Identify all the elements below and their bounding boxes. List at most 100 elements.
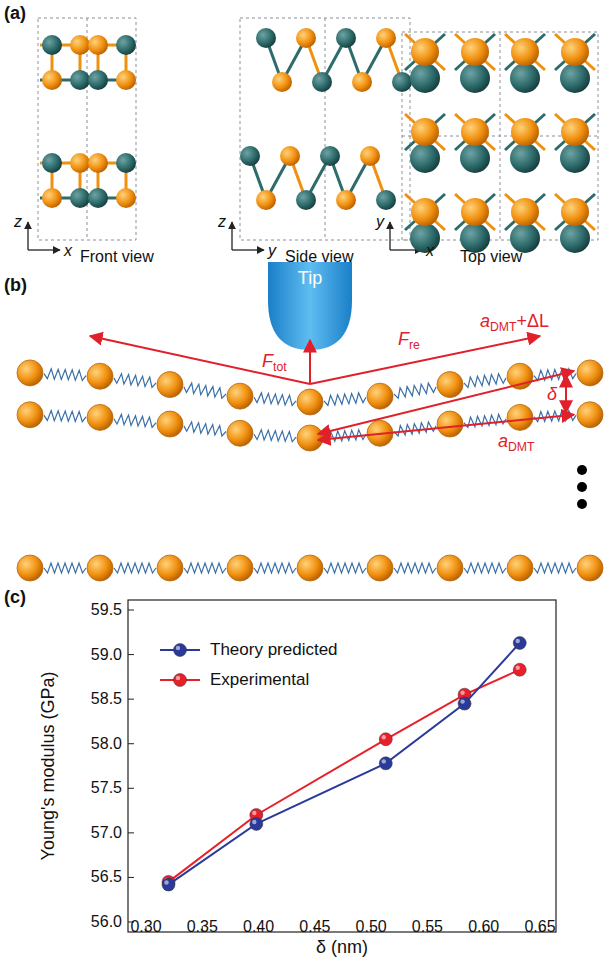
label-text: a — [498, 431, 508, 451]
orange-atom — [561, 38, 589, 66]
figure-label: (b) — [4, 276, 27, 294]
bond — [505, 194, 545, 230]
force-arrow — [90, 336, 310, 384]
spring — [464, 563, 506, 573]
orange-atom — [561, 198, 589, 226]
label-text: 57.5 — [91, 779, 122, 796]
spring — [254, 563, 296, 573]
label-text: x — [426, 242, 434, 259]
orange-atom — [256, 190, 276, 210]
atom — [577, 360, 603, 386]
bond — [455, 194, 495, 230]
bond — [455, 194, 495, 230]
atom — [157, 555, 183, 581]
figure-label: Young's modulus (GPa) — [39, 672, 57, 861]
figure-label: Ftot — [262, 352, 287, 373]
subscript: DMT — [508, 440, 535, 454]
spring — [114, 414, 156, 427]
highlight — [382, 735, 386, 739]
orange-atom — [42, 188, 62, 208]
teal-atom — [560, 143, 590, 173]
highlight — [176, 646, 180, 650]
atom — [577, 555, 603, 581]
atom — [507, 404, 533, 430]
spring — [254, 393, 296, 406]
highlight — [460, 690, 464, 694]
bond — [405, 34, 445, 70]
spring — [114, 563, 156, 573]
teal-atom — [510, 143, 540, 173]
orange-atom — [461, 118, 489, 146]
figure-label: 0.45 — [299, 919, 330, 935]
tip-label: Tip — [268, 268, 352, 289]
bond — [405, 114, 445, 150]
figure-label: (a) — [4, 4, 26, 22]
bond — [455, 114, 495, 150]
orange-atom — [352, 72, 372, 92]
label-text: 58.5 — [91, 690, 122, 707]
bond — [405, 114, 445, 150]
teal-atom — [312, 72, 332, 92]
orange-atom — [511, 198, 539, 226]
spring — [254, 430, 296, 442]
label-text: F — [262, 351, 273, 371]
spring — [324, 393, 366, 406]
orange-atom — [411, 198, 439, 226]
tick — [128, 699, 134, 700]
orange-atom — [70, 153, 90, 173]
label-text: 57.0 — [91, 824, 122, 841]
orange-atom — [511, 38, 539, 66]
teal-atom — [320, 146, 340, 166]
figure-label: 0.65 — [524, 919, 555, 935]
figure-label: Top view — [460, 249, 522, 265]
figure-label: 56.5 — [91, 869, 122, 885]
bond — [555, 34, 595, 70]
label-text: 0.45 — [299, 918, 330, 935]
atom — [437, 555, 463, 581]
highlight — [516, 639, 520, 643]
spring — [114, 374, 156, 388]
teal-atom — [70, 70, 90, 90]
orange-atom — [70, 35, 90, 55]
label-text: y — [376, 213, 384, 230]
ellipsis-dot — [577, 465, 587, 475]
figure-label: aDMT — [498, 432, 535, 453]
bond — [555, 34, 595, 70]
label-text: 0.50 — [356, 918, 387, 935]
bond — [505, 114, 545, 150]
atom — [227, 555, 253, 581]
orange-atom — [88, 153, 108, 173]
spring — [324, 563, 366, 573]
teal-atom — [376, 190, 396, 210]
orange-atom — [280, 146, 300, 166]
spring — [394, 383, 436, 398]
spring — [184, 563, 226, 573]
label-text: (a) — [4, 3, 26, 23]
atom — [507, 555, 533, 581]
label-text: (c) — [4, 587, 26, 607]
label-text: 59.5 — [91, 601, 122, 618]
bond — [505, 114, 545, 150]
data-point — [513, 663, 526, 676]
force-arrow — [318, 415, 574, 440]
tick — [128, 743, 134, 744]
orange-atom — [411, 38, 439, 66]
label-text: 0.55 — [412, 918, 443, 935]
atom — [507, 363, 533, 389]
orange-atom — [296, 28, 316, 48]
highlight — [164, 880, 168, 884]
ellipsis-dot — [577, 482, 587, 492]
figure-label: z — [218, 214, 226, 230]
bond — [455, 114, 495, 150]
teal-atom — [560, 223, 590, 253]
teal-atom — [70, 188, 90, 208]
legend-text: Experimental — [210, 671, 309, 688]
highlight — [252, 820, 256, 824]
bond — [555, 114, 595, 150]
tick — [128, 877, 134, 878]
figure-label: z — [14, 214, 22, 230]
figure-label: Front view — [80, 249, 154, 265]
figure-label: x — [426, 243, 434, 259]
teal-atom — [88, 188, 108, 208]
